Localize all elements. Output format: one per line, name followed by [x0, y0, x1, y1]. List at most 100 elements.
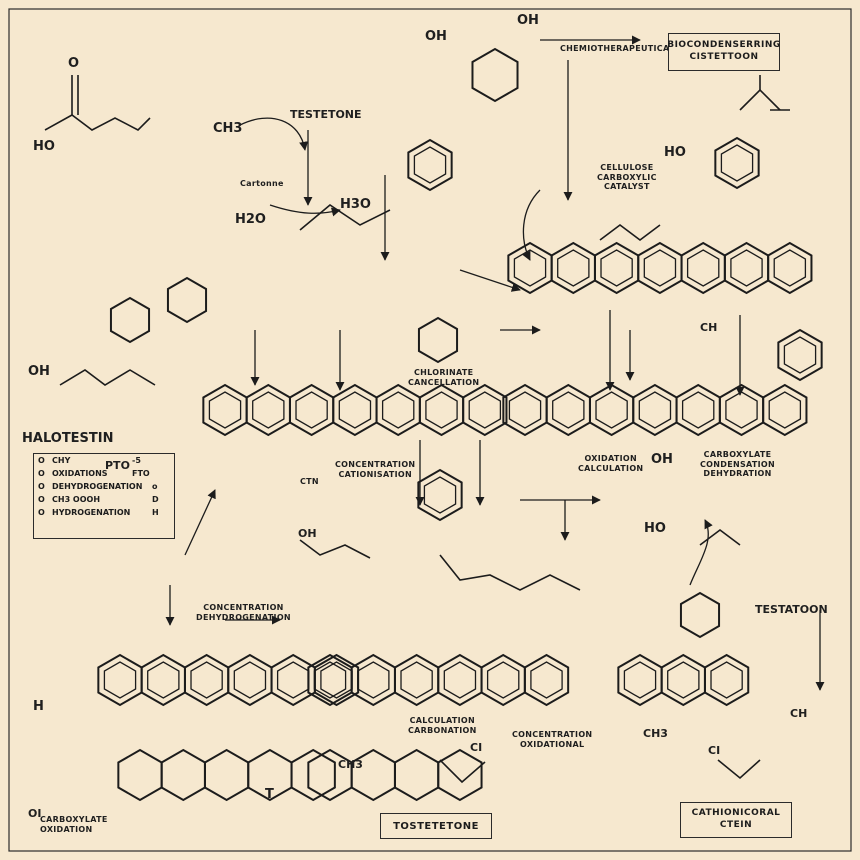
box-top-right: BIOCONDENSERRING CISTETTOON: [667, 33, 781, 71]
legend-key: O: [38, 495, 45, 504]
label-testatoon-right: TESTATOON: [755, 603, 828, 616]
ring-inner: [725, 391, 758, 429]
label-testotone-top: TESTETONE: [290, 108, 362, 121]
annotation-line: CARBOXYLATE: [40, 815, 108, 824]
legend-text: DEHYDROGENATION: [52, 482, 143, 491]
ring-inner: [508, 391, 542, 429]
legend-row: O HYDROGENATION H: [34, 506, 174, 519]
annotation-line: CONCENTRATION: [203, 603, 284, 612]
ring-inner: [710, 661, 743, 699]
legend-row: O DEHYDROGENATION o: [34, 480, 174, 493]
box-bottom-right-line2: CTEIN: [719, 820, 753, 830]
atom-ch-mid: CH: [700, 321, 718, 334]
ring-inner: [681, 391, 715, 429]
ring-inner: [600, 249, 633, 287]
arrow: [184, 489, 216, 556]
page-border: [8, 8, 852, 852]
ring-inner: [381, 391, 415, 429]
bond-path: [44, 114, 151, 131]
legend-text: HYDROGENATION: [52, 508, 131, 517]
annotation-line: OXIDATIONAL: [520, 739, 585, 749]
ring: [767, 241, 813, 295]
ring-inner: [400, 661, 433, 699]
ring-inner: [295, 391, 328, 429]
annotation-line: CANCELLATION: [408, 377, 480, 387]
annotation-line: CALCULATION: [409, 716, 476, 725]
ring-inner: [320, 661, 353, 699]
legend-row: O CH3 OOOH D: [34, 493, 174, 506]
annotation-line: OXIDATION: [584, 454, 637, 463]
annotation-bottom-left2: CONCENTRATION DEHYDROGENATION: [196, 603, 291, 622]
legend-value: H: [152, 508, 159, 517]
bond-path: [439, 759, 486, 784]
ring-system: [97, 47, 823, 802]
annotation-line: CATALYST: [604, 182, 650, 192]
annotation-line: CONDENSATION: [700, 459, 776, 469]
arrow: [459, 269, 521, 292]
annotation-line: DEHYDRATION: [703, 469, 772, 479]
ring-inner: [413, 146, 447, 184]
atom-oh-top2: OH: [517, 13, 539, 28]
ring: [393, 748, 440, 802]
atom-ci-lower-center: CI: [470, 741, 483, 754]
ring-inner: [103, 661, 137, 699]
ring-inner: [423, 476, 457, 514]
curved-arrow: [522, 189, 541, 261]
label-t-bottom: T: [265, 787, 274, 802]
legend-row: O CHY -5: [34, 454, 174, 467]
atom-oi-lower-left: OI: [28, 807, 42, 820]
ring-inner: [667, 661, 700, 699]
ring-inner: [623, 661, 657, 699]
ring: [714, 136, 760, 190]
annotation-line: DEHYDROGENATION: [196, 612, 291, 622]
bond-path: [599, 224, 661, 241]
legend-text: OXIDATIONS: [52, 469, 108, 478]
annotation-center: CHLORINATE CANCELLATION: [408, 368, 479, 387]
ring-inner: [252, 391, 285, 429]
curved-arrow: [239, 117, 309, 151]
ring-inner: [425, 391, 458, 429]
box-bottom-right: CATHIONICORAL CTEIN: [680, 802, 792, 838]
atom-ho-mid-right: HO: [644, 521, 666, 536]
ring: [462, 383, 508, 437]
annotation-line: CARBONATION: [408, 725, 477, 735]
bond-path: [739, 88, 781, 111]
ring-inner: [468, 391, 502, 429]
ring-inner: [276, 661, 310, 699]
annotation-right-top: CELLULOSE CARBOXYLIC CATALYST: [597, 163, 657, 192]
box-top-right-line1: BIOCONDENSERRING: [667, 40, 781, 51]
ring: [523, 653, 570, 707]
ring: [160, 748, 206, 802]
annotation-line: CELLULOSE: [600, 163, 654, 172]
atom-ch3-lower: CH3: [643, 727, 668, 740]
legend-text: CH3 OOOH: [52, 495, 101, 504]
ring-inner: [552, 391, 585, 429]
box-bottom-center-line: TOSTETETONE: [393, 820, 479, 832]
ring: [417, 316, 459, 364]
atom-h2o: H2O: [235, 212, 266, 227]
bond-path: [299, 204, 391, 231]
atom-ch3-left: CH3: [213, 121, 243, 136]
atom-o-top-left: O: [68, 56, 80, 71]
ring-inner: [486, 661, 520, 699]
atom-oh-mid: OH: [651, 452, 673, 467]
annotation-line: CARBOXYLIC: [597, 172, 657, 182]
ring-inner: [595, 391, 628, 429]
bond-path: [59, 369, 156, 386]
annotation-bottom-left: CARBOXYLATE OXIDATION: [40, 815, 108, 834]
ring-inner: [783, 336, 817, 374]
label-pto: PTO: [105, 459, 130, 472]
curved-arrow: [689, 519, 713, 586]
ring-inner: [730, 249, 763, 287]
atom-ho-top-left: HO: [33, 139, 55, 154]
annotation-line: CARBOXYLATE: [703, 450, 772, 459]
legend-text: CHY: [52, 456, 71, 465]
legend-value: -5: [132, 456, 141, 465]
reaction-arrows: [165, 35, 825, 691]
ring: [290, 748, 336, 802]
legend-value: FTO: [132, 469, 150, 478]
ring: [417, 468, 463, 522]
ring: [777, 328, 823, 382]
